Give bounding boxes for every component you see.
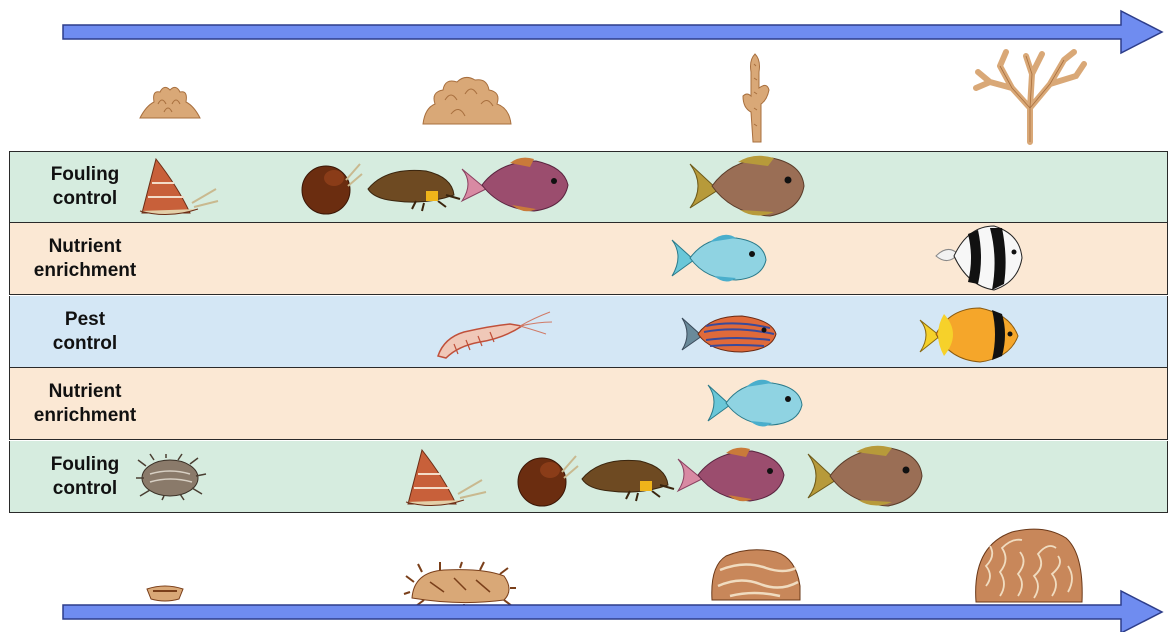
band-label: Pest control <box>10 296 160 367</box>
medium-coral-icon <box>421 74 513 126</box>
bottom-growth-arrow <box>0 588 1168 632</box>
band-label-line2: enrichment <box>34 259 136 283</box>
band-label: Nutrient enrichment <box>10 368 160 439</box>
dwarf-angelfish-icon <box>676 445 788 509</box>
tang-fish-icon <box>688 154 808 220</box>
small-coral-icon <box>138 84 202 120</box>
tang-fish-icon <box>806 444 926 510</box>
butterflyfish-icon <box>918 304 1024 364</box>
trochus-snail-icon <box>138 157 220 217</box>
band-label-line2: control <box>53 187 117 211</box>
finger-coral-icon <box>737 52 777 144</box>
band-label-line2: control <box>53 477 117 501</box>
band-label-line1: Nutrient <box>49 235 122 259</box>
right-arrow-icon <box>63 591 1162 632</box>
nutrient-enrichment-band-bottom: Nutrient enrichment <box>9 368 1168 440</box>
dwarf-angelfish-icon <box>460 155 572 219</box>
hermit-crab-icon <box>580 455 676 501</box>
band-label-line2: control <box>53 332 117 356</box>
band-label-line1: Fouling <box>51 453 120 477</box>
right-arrow-icon <box>63 11 1162 53</box>
hermit-crab-icon <box>366 165 462 211</box>
turban-snail-icon <box>300 160 362 216</box>
band-label-line1: Nutrient <box>49 380 122 404</box>
cleaner-shrimp-icon <box>434 308 554 362</box>
band-label-line1: Fouling <box>51 163 120 187</box>
chromis-fish-icon <box>670 232 770 284</box>
humbug-damselfish-icon <box>934 222 1026 294</box>
sea-urchin-icon <box>136 454 208 500</box>
branching-coral-icon <box>972 48 1090 144</box>
band-label-line2: enrichment <box>34 404 136 428</box>
band-label: Nutrient enrichment <box>10 223 160 294</box>
band-label-line1: Pest <box>65 308 105 332</box>
sixline-wrasse-icon <box>680 312 780 356</box>
chromis-fish-icon <box>706 377 806 431</box>
trochus-snail-icon <box>404 448 488 508</box>
turban-snail-icon <box>516 452 578 508</box>
